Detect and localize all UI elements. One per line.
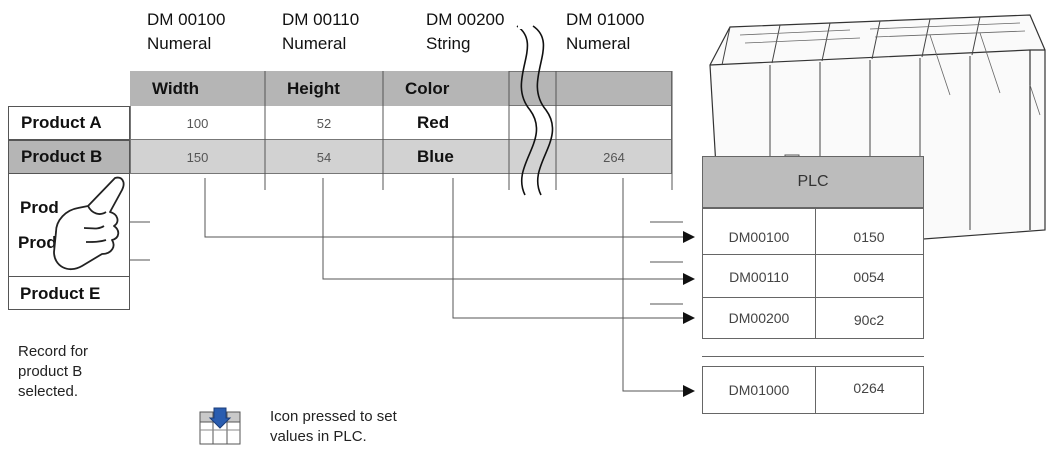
plc-title: PLC — [703, 157, 923, 207]
plc-row-sep — [702, 297, 924, 298]
note-icon-caption: Icon pressed to set values in PLC. — [270, 407, 397, 447]
plc-address: DM00200 — [704, 303, 814, 333]
plc-gap-line — [702, 356, 924, 357]
plc-row-sep — [702, 254, 924, 255]
plc-value: 90c2 — [816, 305, 922, 335]
plc-address: DM00110 — [704, 262, 814, 292]
hand-pointer-icon — [40, 170, 140, 280]
plc-value: 0264 — [816, 373, 922, 403]
plc-title-bar: PLC — [702, 156, 924, 208]
set-values-icon[interactable] — [198, 406, 244, 446]
plc-value: 0150 — [816, 222, 922, 252]
plc-value: 0054 — [816, 262, 922, 292]
plc-address: DM00100 — [704, 222, 814, 252]
plc-address: DM01000 — [704, 375, 814, 405]
note-record-selected: Record for product B selected. — [18, 342, 88, 402]
